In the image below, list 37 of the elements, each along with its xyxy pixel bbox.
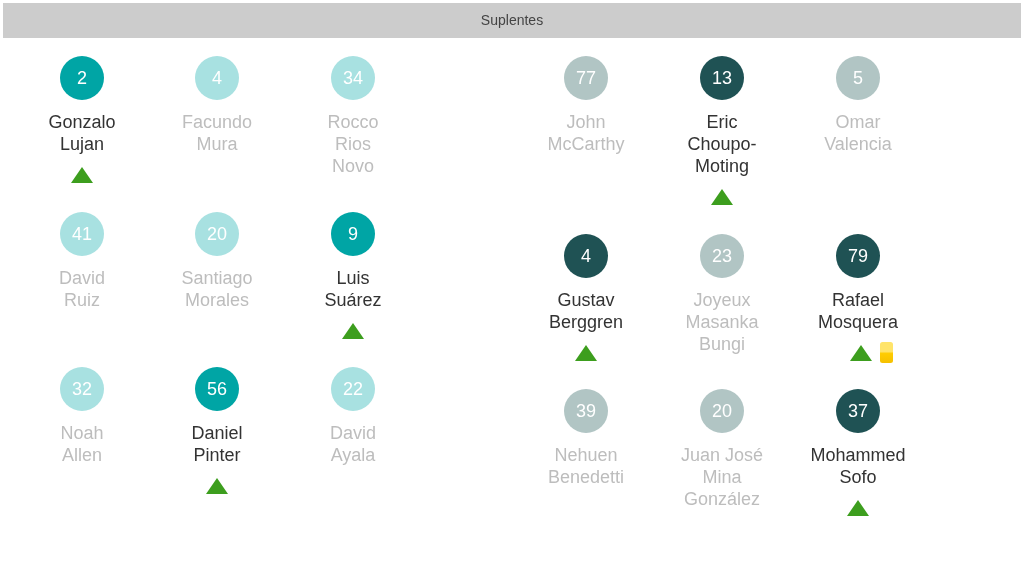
player-name: John McCarthy — [546, 111, 626, 155]
player-name: Facundo Mura — [180, 111, 254, 155]
player-name: Juan José Mina González — [679, 444, 765, 510]
shirt-number-circle: 32 — [60, 367, 104, 411]
shirt-number-circle: 37 — [836, 389, 880, 433]
player-name: Gonzalo Lujan — [47, 111, 117, 155]
player-name: David Ayala — [329, 422, 377, 466]
shirt-number-circle: 34 — [331, 56, 375, 100]
player-name: Mohammed Sofo — [809, 444, 907, 488]
player-name: Rocco Rios Novo — [326, 111, 380, 177]
player-name: Luis Suárez — [323, 267, 383, 311]
shirt-number-circle: 20 — [700, 389, 744, 433]
shirt-number-circle: 5 — [836, 56, 880, 100]
shirt-number-circle: 13 — [700, 56, 744, 100]
player-name: Daniel Pinter — [190, 422, 244, 466]
shirt-number-circle: 4 — [564, 234, 608, 278]
shirt-number-circle: 20 — [195, 212, 239, 256]
player-name: Eric Choupo-Moting — [686, 111, 758, 177]
shirt-number-circle: 56 — [195, 367, 239, 411]
player-name: Joyeux Masanka Bungi — [684, 289, 760, 355]
shirt-number-circle: 4 — [195, 56, 239, 100]
player-name: Noah Allen — [59, 422, 105, 466]
shirt-number-circle: 9 — [331, 212, 375, 256]
player-name: Nehuen Benedetti — [546, 444, 626, 488]
shirt-number-circle: 23 — [700, 234, 744, 278]
shirt-number-circle: 79 — [836, 234, 880, 278]
player-name: Rafael Mosquera — [816, 289, 899, 333]
shirt-number-circle: 22 — [331, 367, 375, 411]
shirt-number-circle: 77 — [564, 56, 608, 100]
section-title: Suplentes — [3, 3, 1021, 38]
shirt-number-circle: 39 — [564, 389, 608, 433]
player-name: Gustav Berggren — [547, 289, 625, 333]
player-name: Santiago Morales — [180, 267, 254, 311]
shirt-number-circle: 2 — [60, 56, 104, 100]
player-name: Omar Valencia — [823, 111, 893, 155]
shirt-number-circle: 41 — [60, 212, 104, 256]
player-name: David Ruiz — [58, 267, 106, 311]
